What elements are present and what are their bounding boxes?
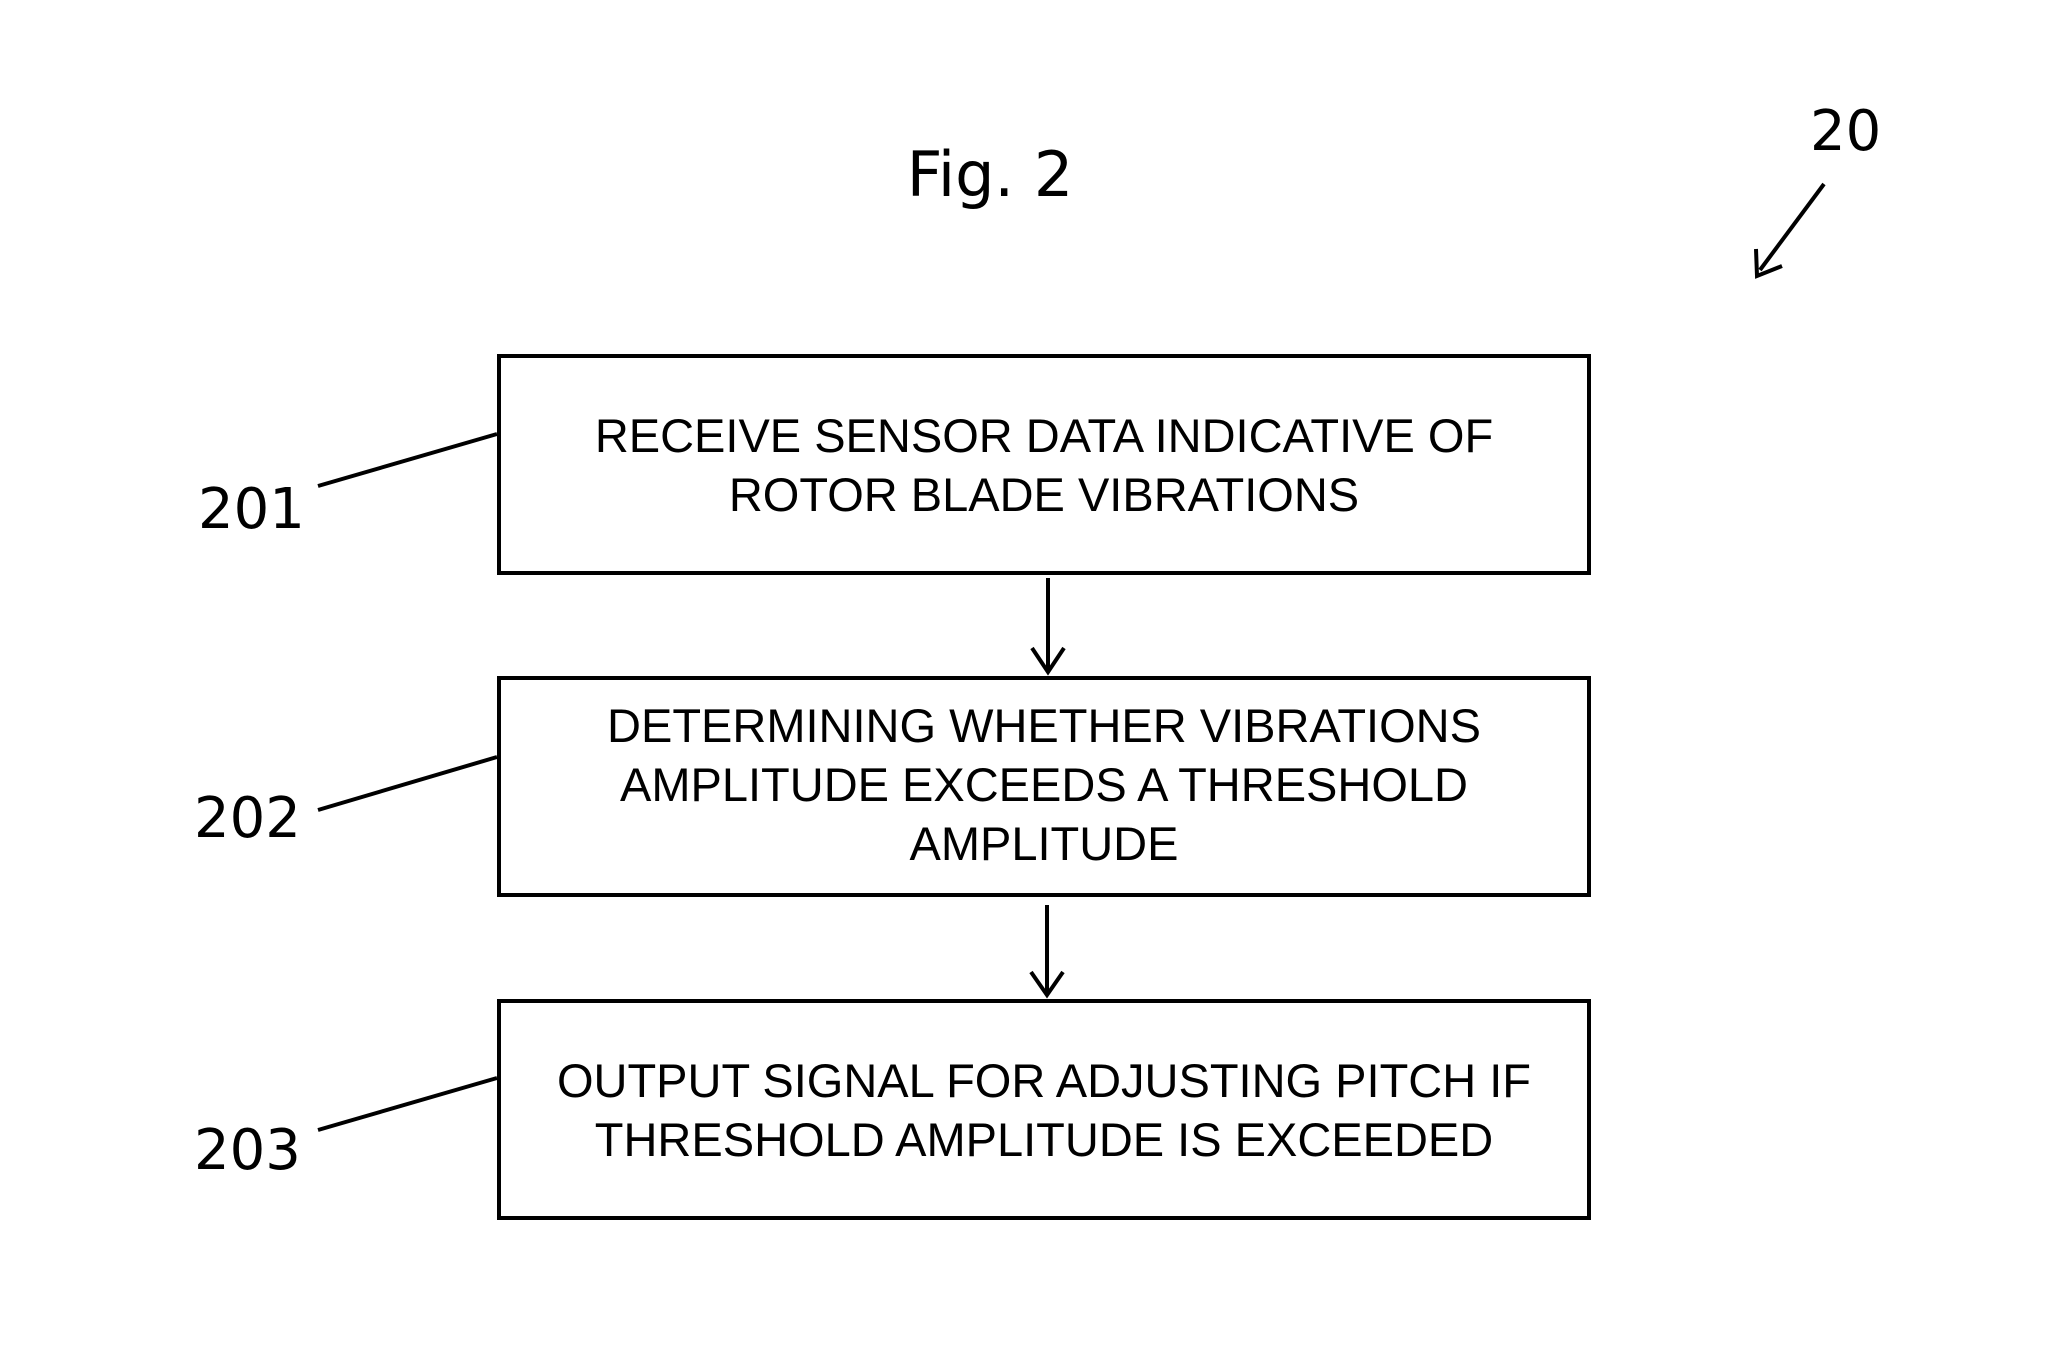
figure-reference-number: 20 bbox=[1810, 99, 1882, 164]
step-1-reference-number: 201 bbox=[198, 477, 305, 542]
step-2-reference-number: 202 bbox=[194, 786, 301, 851]
step-2-leader-line bbox=[317, 755, 498, 812]
figure-title: Fig. 2 bbox=[906, 138, 1074, 211]
step-2-text: DETERMINING WHETHER VIBRATIONS AMPLITUDE… bbox=[607, 699, 1481, 870]
step-3-reference-number: 203 bbox=[194, 1118, 301, 1183]
figure-reference-arrow bbox=[1754, 182, 1826, 279]
step-1-box: RECEIVE SENSOR DATA INDICATIVE OF ROTOR … bbox=[497, 354, 1591, 575]
flow-arrow-step-2-to-3 bbox=[1029, 905, 1065, 999]
step-3-box: OUTPUT SIGNAL FOR ADJUSTING PITCH IF THR… bbox=[497, 999, 1591, 1220]
step-2-box: DETERMINING WHETHER VIBRATIONS AMPLITUDE… bbox=[497, 676, 1591, 897]
step-3-text: OUTPUT SIGNAL FOR ADJUSTING PITCH IF THR… bbox=[556, 1053, 1532, 1166]
step-3-leader-line bbox=[317, 1076, 498, 1132]
flow-arrow-step-1-to-2 bbox=[1030, 578, 1066, 676]
step-1-leader-line bbox=[317, 432, 498, 488]
step-1-text: RECEIVE SENSOR DATA INDICATIVE OF ROTOR … bbox=[594, 408, 1494, 521]
